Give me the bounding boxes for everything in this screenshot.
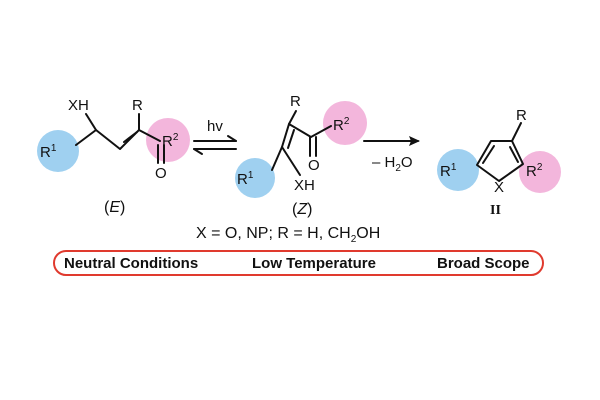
compound-e-r2-label: R2 xyxy=(162,132,179,150)
conditions-subscript: 2 xyxy=(351,234,357,245)
compound-z-skeleton xyxy=(271,123,332,171)
compound-e-r-label: R xyxy=(132,97,143,114)
compound-z-r-bond xyxy=(288,110,297,125)
feature-banner-frame xyxy=(53,250,544,276)
conditions-suffix: OH xyxy=(356,225,380,242)
compound-z-r1-label: R1 xyxy=(237,170,254,188)
compound-z-r2-letter: R xyxy=(333,117,344,134)
compound-e-xh-label: XH xyxy=(68,97,89,114)
product-r2-letter: R xyxy=(526,163,537,180)
compound-e: XH R R1 R2 O (E) xyxy=(37,97,190,216)
compound-z-r1-superscript: 1 xyxy=(248,170,254,181)
r1-highlight-circle xyxy=(37,130,79,172)
compound-e-r1-superscript: 1 xyxy=(51,143,57,154)
compound-z-caption-close: ) xyxy=(307,201,312,218)
product-heterocycle: R R1 R2 X II xyxy=(437,107,561,218)
r1-highlight-circle xyxy=(437,149,479,191)
compound-e-ch-xh-bond xyxy=(85,113,97,131)
reverse-arrow-head xyxy=(193,148,203,155)
ring-inner-double-bond-left xyxy=(482,145,495,164)
photo-equilibrium-arrows: hv xyxy=(193,118,237,155)
compound-z: R R2 O R1 XH (Z) xyxy=(235,93,367,218)
compound-z-caption-letter: Z xyxy=(296,201,308,218)
compound-z-caption-open: ( xyxy=(292,201,298,218)
dehydration-arrow: – H2O xyxy=(363,136,420,174)
dehydration-arrow-head xyxy=(409,136,420,146)
compound-z-o-label: O xyxy=(308,157,320,174)
compound-z-caption: (Z) xyxy=(292,201,312,218)
compound-e-double-bond-inner xyxy=(123,131,138,143)
r1-highlight-circle xyxy=(235,158,275,198)
compound-e-o-label: O xyxy=(155,165,167,182)
compound-e-caption-open: ( xyxy=(104,199,110,216)
minus-water-suffix: O xyxy=(401,154,413,171)
conditions-prefix: X = O, NP; R = H, CH xyxy=(196,225,351,242)
compound-e-r1-letter: R xyxy=(40,144,51,161)
product-x-label: X xyxy=(494,179,504,196)
compound-e-caption: (E) xyxy=(104,199,125,216)
compound-e-caption-close: ) xyxy=(120,199,125,216)
feature-banner: Neutral Conditions Low Temperature Broad… xyxy=(53,250,544,276)
product-r1-superscript: 1 xyxy=(451,162,457,173)
compound-e-caption-letter: E xyxy=(109,199,120,216)
minus-water-subscript: 2 xyxy=(395,163,401,174)
product-r1-letter: R xyxy=(440,163,451,180)
r2-highlight-circle xyxy=(323,101,367,145)
hv-label: hv xyxy=(207,118,223,135)
compound-e-skeleton xyxy=(75,129,161,150)
compound-z-r2-label: R2 xyxy=(333,116,350,134)
compound-z-xh-bond xyxy=(281,146,301,176)
product-r2-label: R2 xyxy=(526,162,543,180)
product-caption: II xyxy=(490,203,501,218)
forward-arrow-head xyxy=(227,135,237,142)
compound-z-r1-letter: R xyxy=(237,171,248,188)
product-r-label: R xyxy=(516,107,527,124)
heterocycle-ring xyxy=(476,140,524,182)
conditions-line: X = O, NP; R = H, CH2OH xyxy=(196,225,380,245)
product-r-bond xyxy=(511,122,522,142)
ring-inner-double-bond-right xyxy=(509,146,519,163)
feature-neutral-conditions: Neutral Conditions xyxy=(64,255,198,272)
feature-low-temperature: Low Temperature xyxy=(252,255,376,272)
compound-e-r2-superscript: 2 xyxy=(173,132,179,143)
compound-z-r2-superscript: 2 xyxy=(344,116,350,127)
r2-highlight-circle xyxy=(519,151,561,193)
compound-e-r1-label: R1 xyxy=(40,143,57,161)
product-r1-label: R1 xyxy=(440,162,457,180)
minus-water-label: – H2O xyxy=(372,154,413,174)
compound-z-double-bond-inner xyxy=(287,129,295,149)
feature-broad-scope: Broad Scope xyxy=(437,255,530,272)
compound-z-xh-label: XH xyxy=(294,177,315,194)
compound-e-r2-letter: R xyxy=(162,133,173,150)
product-r2-superscript: 2 xyxy=(537,162,543,173)
minus-water-prefix: – H xyxy=(372,154,395,171)
compound-z-r-label: R xyxy=(290,93,301,110)
